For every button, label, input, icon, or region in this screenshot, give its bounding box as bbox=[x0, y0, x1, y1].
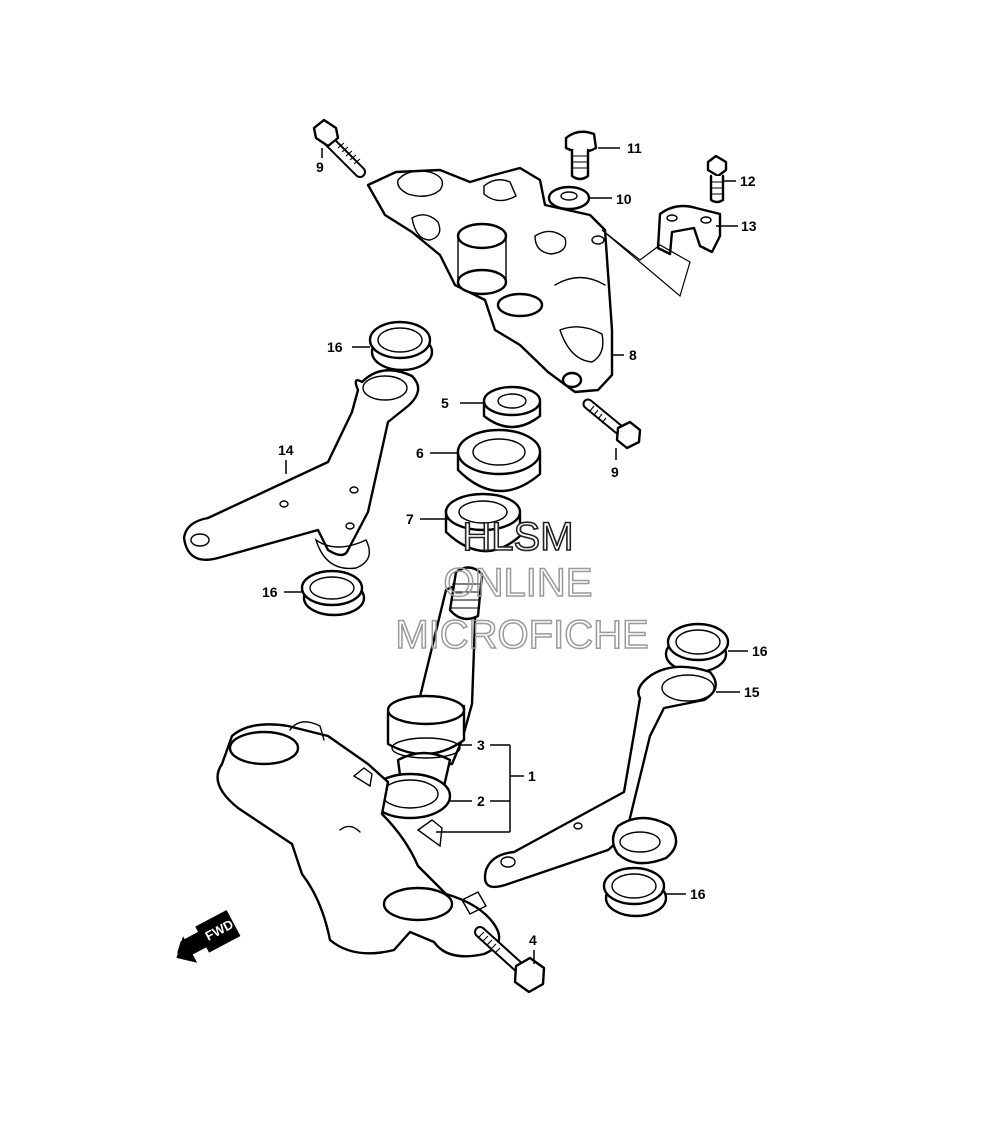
watermark: HLSM ONLINE MICROFICHE bbox=[395, 514, 650, 658]
callout-16-lower-right: 16 bbox=[690, 886, 706, 902]
forward-direction-arrow-icon: FWD bbox=[176, 909, 241, 963]
watermark-line-3: MICROFICHE bbox=[395, 613, 648, 657]
bracket-14 bbox=[182, 369, 420, 570]
nut-5 bbox=[482, 385, 542, 429]
bearing-seal-6 bbox=[456, 428, 542, 493]
callout-10: 10 bbox=[616, 191, 632, 207]
bolt-upper-9 bbox=[312, 118, 366, 178]
watermark-line-2: ONLINE bbox=[444, 561, 593, 605]
bolt-lower-9 bbox=[582, 398, 642, 450]
callout-7: 7 bbox=[406, 511, 414, 527]
callout-13: 13 bbox=[741, 218, 757, 234]
callout-16-left: 16 bbox=[262, 584, 278, 600]
seal-ring-16a bbox=[368, 320, 434, 372]
washer-10 bbox=[547, 185, 591, 211]
callout-2: 2 bbox=[477, 793, 485, 809]
bearing-seal-3 bbox=[391, 737, 461, 759]
bolt-4 bbox=[474, 926, 546, 994]
lower-bracket bbox=[216, 721, 501, 958]
callout-15: 15 bbox=[744, 684, 760, 700]
callout-3: 3 bbox=[477, 737, 485, 753]
callout-9-lower: 9 bbox=[611, 464, 619, 480]
callout-5: 5 bbox=[441, 395, 449, 411]
callout-labels: 9 11 10 12 13 8 16 14 5 6 7 9 16 16 15 3… bbox=[262, 140, 768, 948]
callout-8: 8 bbox=[629, 347, 637, 363]
clamp-13 bbox=[656, 204, 722, 256]
leader-lines bbox=[284, 147, 748, 964]
upper-bracket-8 bbox=[366, 166, 614, 394]
callout-11: 11 bbox=[627, 140, 642, 156]
seal-ring-16c bbox=[664, 622, 730, 674]
callout-9-upper: 9 bbox=[316, 159, 324, 175]
bearing-7 bbox=[444, 492, 522, 553]
bolt-12 bbox=[706, 154, 728, 204]
callout-4: 4 bbox=[529, 932, 537, 948]
callout-12: 12 bbox=[740, 173, 756, 189]
callout-14: 14 bbox=[278, 442, 294, 458]
seal-ring-16d bbox=[602, 866, 668, 918]
bracket-15 bbox=[483, 665, 717, 889]
seal-ring-16b bbox=[300, 569, 366, 617]
bolt-11 bbox=[564, 130, 598, 181]
callout-16-upper-right: 16 bbox=[752, 643, 768, 659]
watermark-line-1: HLSM bbox=[462, 515, 573, 559]
callout-16-upper-left: 16 bbox=[327, 339, 343, 355]
callout-6: 6 bbox=[416, 445, 424, 461]
callout-1: 1 bbox=[528, 768, 536, 784]
